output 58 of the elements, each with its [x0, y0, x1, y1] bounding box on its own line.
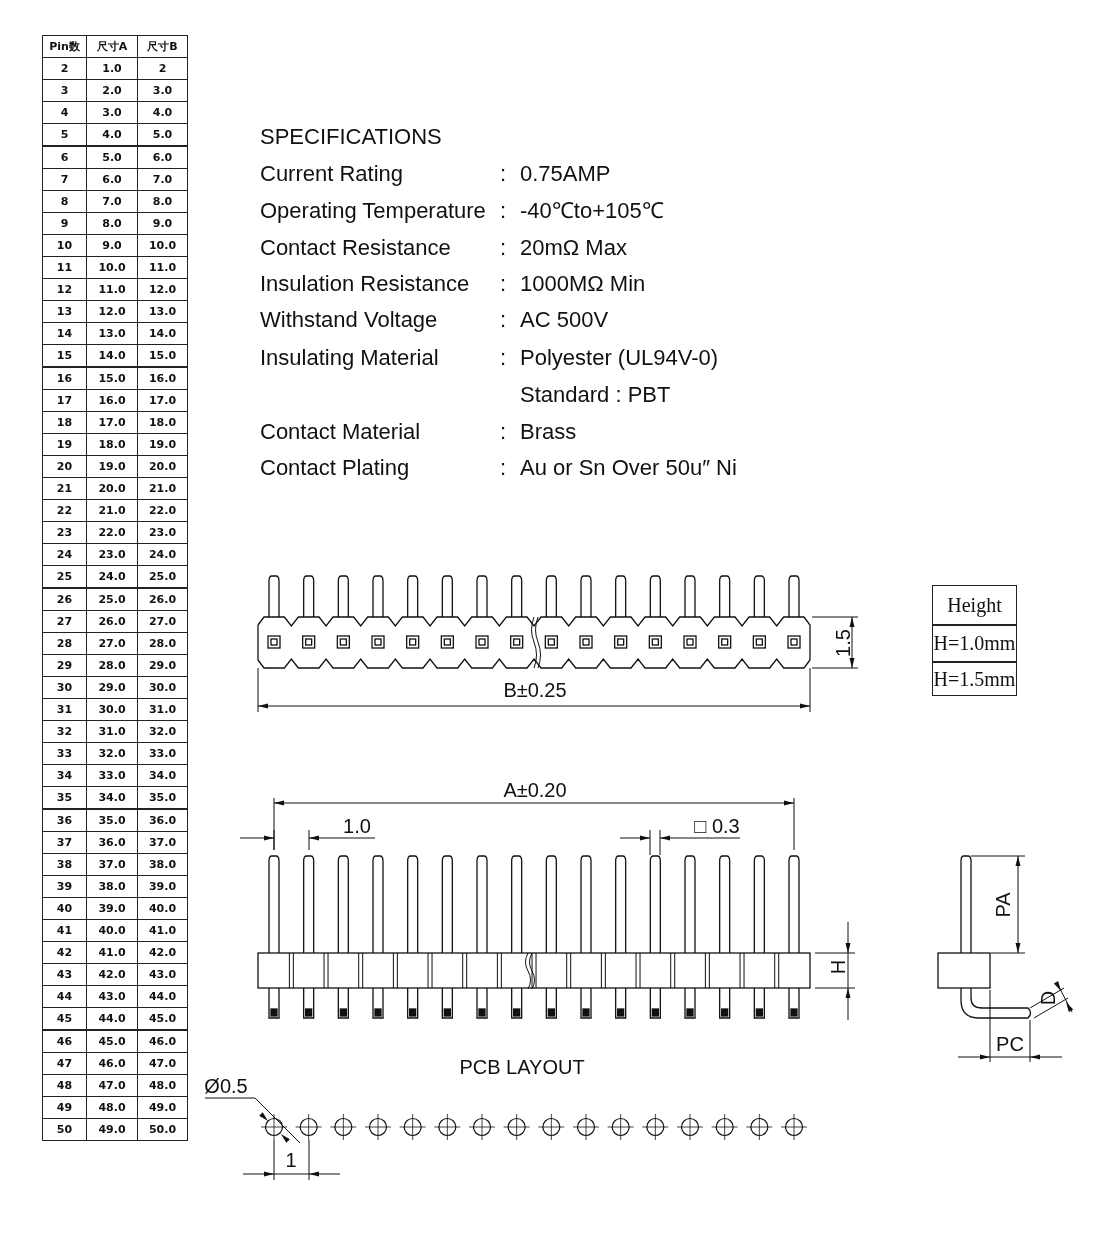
table-cell: 46.0	[137, 1029, 188, 1053]
view-title: PCB LAYOUT	[459, 1057, 585, 1077]
spec-name: Contact Material	[260, 421, 421, 443]
dimension-label: A±0.20	[503, 780, 567, 800]
table-header-cell: 尺寸B	[137, 35, 188, 59]
height-table-cell: H=1.0mm	[932, 625, 1017, 662]
spec-value: -40℃to+105℃	[520, 200, 664, 222]
spec-colon: :	[500, 457, 507, 479]
spec-name: Contact Resistance	[260, 237, 451, 259]
dimension-label: D	[1038, 990, 1058, 1006]
dimension-label: 1.5	[833, 629, 853, 657]
spec-name: Withstand Voltage	[260, 309, 438, 331]
spec-value: Standard : PBT	[520, 384, 671, 406]
spec-colon: :	[500, 347, 507, 369]
dimension-label: 1.0	[343, 816, 371, 836]
dimension-label: Ø0.5	[204, 1076, 248, 1096]
spec-name: Contact Plating	[260, 457, 410, 479]
dimension-label: PC	[996, 1034, 1024, 1054]
table-cell: 26.0	[137, 587, 188, 611]
spec-colon: :	[500, 237, 507, 259]
table-cell: 15.0	[137, 344, 188, 368]
table-cell: 5	[42, 123, 87, 147]
table-cell: 50.0	[137, 1117, 188, 1141]
height-table-cell: H=1.5mm	[932, 662, 1017, 696]
dimension-label: PA	[993, 892, 1013, 918]
spec-colon: :	[500, 273, 507, 295]
spec-value: 20mΩ Max	[520, 237, 627, 259]
table-cell: 45.0	[137, 1007, 188, 1031]
spec-value: 0.75AMP	[520, 163, 611, 185]
spec-name: Insulating Material	[260, 347, 439, 369]
spec-heading: SPECIFICATIONS	[260, 126, 442, 148]
spec-colon: :	[500, 163, 507, 185]
dimension-label: 1	[285, 1150, 297, 1170]
spec-value: 1000MΩ Min	[520, 273, 646, 295]
spec-value: AC 500V	[520, 309, 609, 331]
table-cell: 45	[42, 1007, 87, 1031]
dimension-label: B±0.25	[503, 680, 567, 700]
spec-name: Operating Temperature	[260, 200, 486, 222]
spec-colon: :	[500, 200, 507, 222]
spec-value: Au or Sn Over 50u″ Ni	[520, 457, 737, 479]
spec-value: Polyester (UL94V-0)	[520, 347, 719, 369]
table-cell: 35	[42, 786, 87, 810]
table-cell: 16.0	[137, 366, 188, 390]
dimension-label: H	[828, 959, 848, 975]
table-cell: 15	[42, 344, 87, 368]
dimension-label: □ 0.3	[694, 816, 740, 836]
table-cell: 25	[42, 565, 87, 589]
table-cell: 5.0	[137, 123, 188, 147]
spec-colon: :	[500, 421, 507, 443]
spec-colon: :	[500, 309, 507, 331]
spec-name: Current Rating	[260, 163, 404, 185]
spec-value: Brass	[520, 421, 577, 443]
table-cell: 6.0	[137, 145, 188, 169]
height-table-header: Height	[932, 585, 1017, 625]
table-cell: 25.0	[137, 565, 188, 589]
spec-name: Insulation Resistance	[260, 273, 470, 295]
table-cell: 36.0	[137, 808, 188, 832]
table-cell: 35.0	[137, 786, 188, 810]
